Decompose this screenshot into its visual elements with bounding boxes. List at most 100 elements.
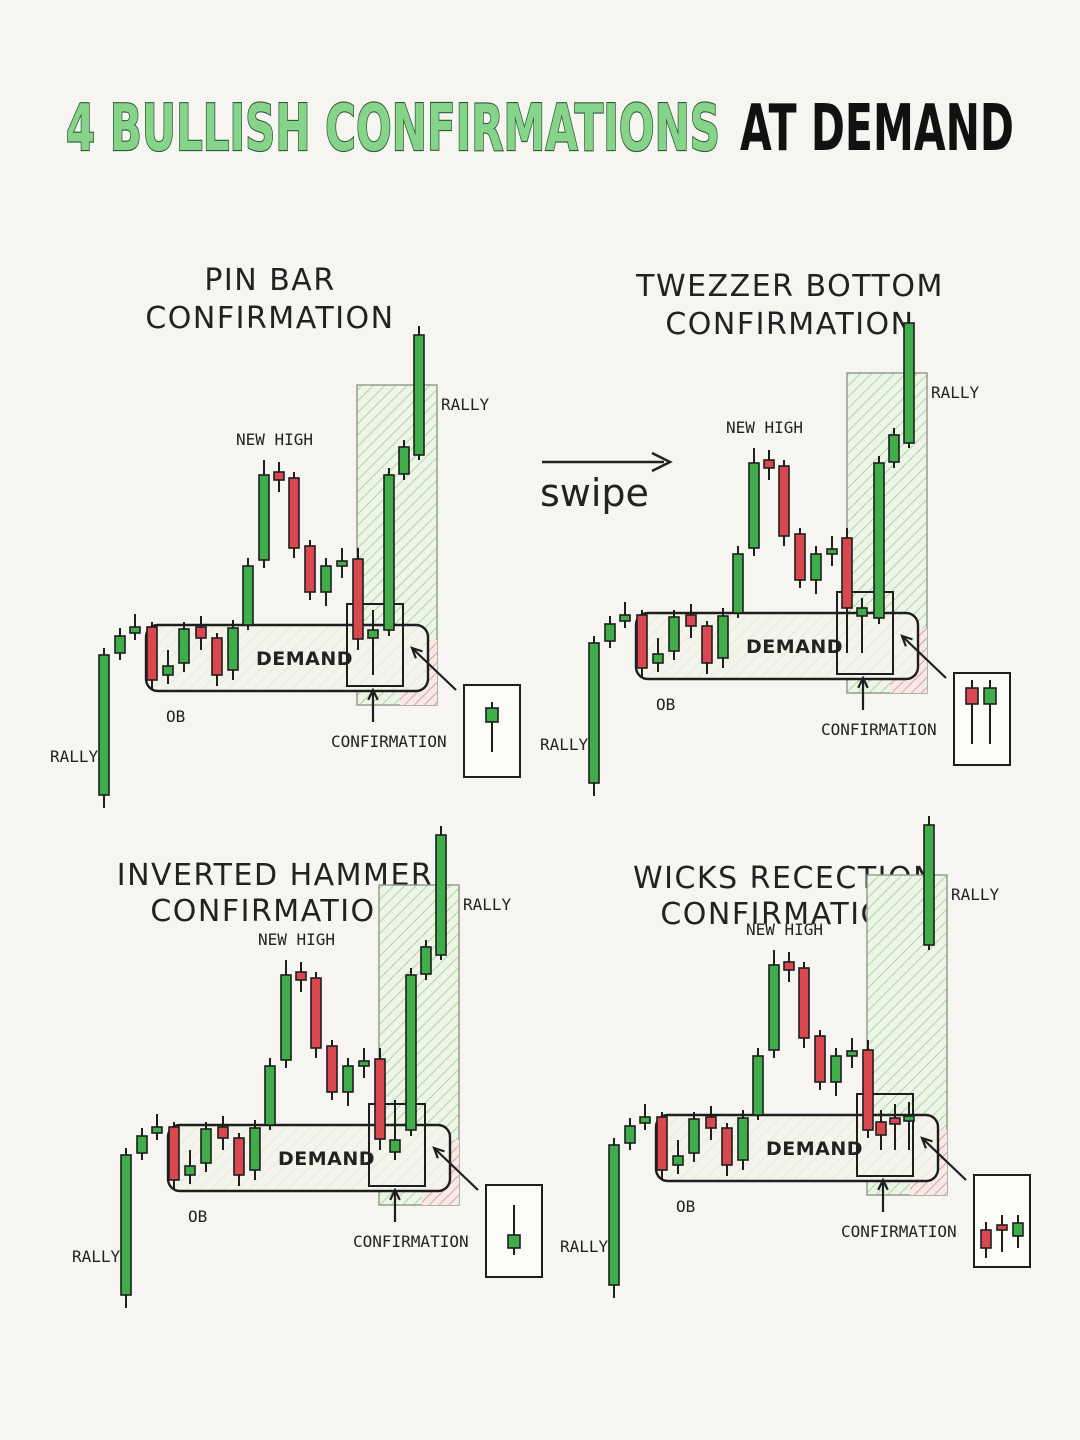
rally-right-label: RALLY [951,885,1000,904]
bullish-candle [1012,1215,1024,1248]
bullish-candle [688,1112,700,1162]
bullish-candle [672,1140,684,1174]
candles [588,314,915,796]
confirmation-arrow-icon [877,1177,889,1212]
bullish-candle [342,1058,354,1106]
candles [120,826,447,1308]
bullish-candle [336,548,348,578]
zone-pointer-arrow-icon [920,1136,967,1181]
bullish-candle [413,326,425,460]
bullish-candle [485,702,499,752]
bullish-candle [389,1100,401,1160]
rally-right-label: RALLY [441,395,490,414]
ob-label: OB [656,695,675,714]
bearish-candle [326,1040,338,1100]
bearish-candle [685,604,697,638]
bullish-candle [367,610,379,675]
bullish-candle [136,1128,148,1160]
zone-pointer-arrow-icon [900,634,947,679]
demand-label: DEMAND [746,636,843,658]
rally-right-label: RALLY [931,383,980,402]
bullish-candle [737,1110,749,1170]
swipe-label: swipe [540,471,649,515]
panel-title-line: PIN BAR [204,263,335,298]
bullish-candle [184,1150,196,1184]
confirmation-box [346,603,404,687]
zone-pointer-arrow-icon [432,1146,479,1191]
panel-pin-bar: PIN BAR CONFIRMATION DEMAND RALLY OB NEW HIGH… [50,263,521,808]
bearish-candle [233,1133,245,1186]
bearish-candle [701,621,713,674]
bearish-candle [636,610,648,678]
candles [608,816,935,1298]
bullish-candle [358,1048,370,1078]
bullish-candle [242,558,254,630]
confirmation-box [836,591,894,675]
tweezer-bottom-candles-icon [953,672,1011,766]
new-high-label: NEW HIGH [236,430,313,449]
bullish-candle [639,1104,651,1130]
bearish-candle [889,1104,901,1150]
bullish-candle [588,636,600,796]
bearish-candle [965,680,979,744]
bearish-candle [195,616,207,650]
bearish-candle [656,1112,668,1180]
swipe-arrow-icon [651,451,673,473]
bearish-candle [783,952,795,982]
demand-label: DEMAND [766,1138,863,1160]
panel-title-line: CONFIRMATION [665,307,914,342]
bullish-candle [200,1122,212,1172]
rally-left-label: RALLY [50,747,99,766]
bullish-candle [264,1058,276,1130]
bullish-candle [151,1114,163,1140]
bearish-candle [352,548,364,650]
swipe-hint[interactable]: swipe [540,451,673,515]
demand-label: DEMAND [256,648,353,670]
bearish-candle [217,1116,229,1150]
bullish-candle [748,448,760,556]
bearish-candle [814,1030,826,1090]
bullish-candle [405,968,417,1136]
title-black: AT DEMAND [740,92,1014,166]
bearish-candle [273,462,285,492]
bullish-candle [668,610,680,660]
bullish-candle [114,628,126,660]
bullish-candle [826,536,838,566]
confirmation-arrow-icon [389,1187,401,1222]
bullish-candle [129,614,141,640]
panel-inverted-hammer: INVERTED HAMMERCONFIRMATIONDEMANDRALLYOB… [72,826,543,1308]
bearish-candle [288,472,300,558]
bearish-candle [168,1122,180,1190]
ob-label: OB [188,1207,207,1226]
candles [98,326,425,808]
new-high-label: NEW HIGH [746,920,823,939]
confirmation-arrow-icon [367,687,379,722]
bearish-candle [996,1215,1008,1252]
ob-label: OB [166,707,185,726]
confirmation-label: CONFIRMATION [331,732,447,751]
bullish-candle [435,826,447,960]
bullish-candle [768,950,780,1058]
bullish-candle [903,1102,915,1150]
bearish-candle [146,622,158,690]
bullish-candle [280,960,292,1068]
bullish-candle [624,1118,636,1150]
bullish-candle [249,1120,261,1180]
pin-bar-candle-icon [463,684,521,778]
bearish-candle [875,1110,887,1150]
bullish-candle [98,648,110,808]
bullish-candle [227,620,239,680]
panel-wicks-rejection: WICKS RECECTIONCONFIRMATIONDEMANDRALLYOB… [560,816,1031,1298]
bullish-candle [717,608,729,668]
zone-pointer-arrow-icon [410,646,457,691]
bullish-candle [398,440,410,480]
bullish-candle [383,468,395,636]
bullish-candle [619,602,631,628]
bullish-candle [162,650,174,684]
confirmation-arrow-icon [857,675,869,710]
rally-left-label: RALLY [72,1247,121,1266]
bullish-candle [420,940,432,980]
bullish-candle [846,1038,858,1068]
